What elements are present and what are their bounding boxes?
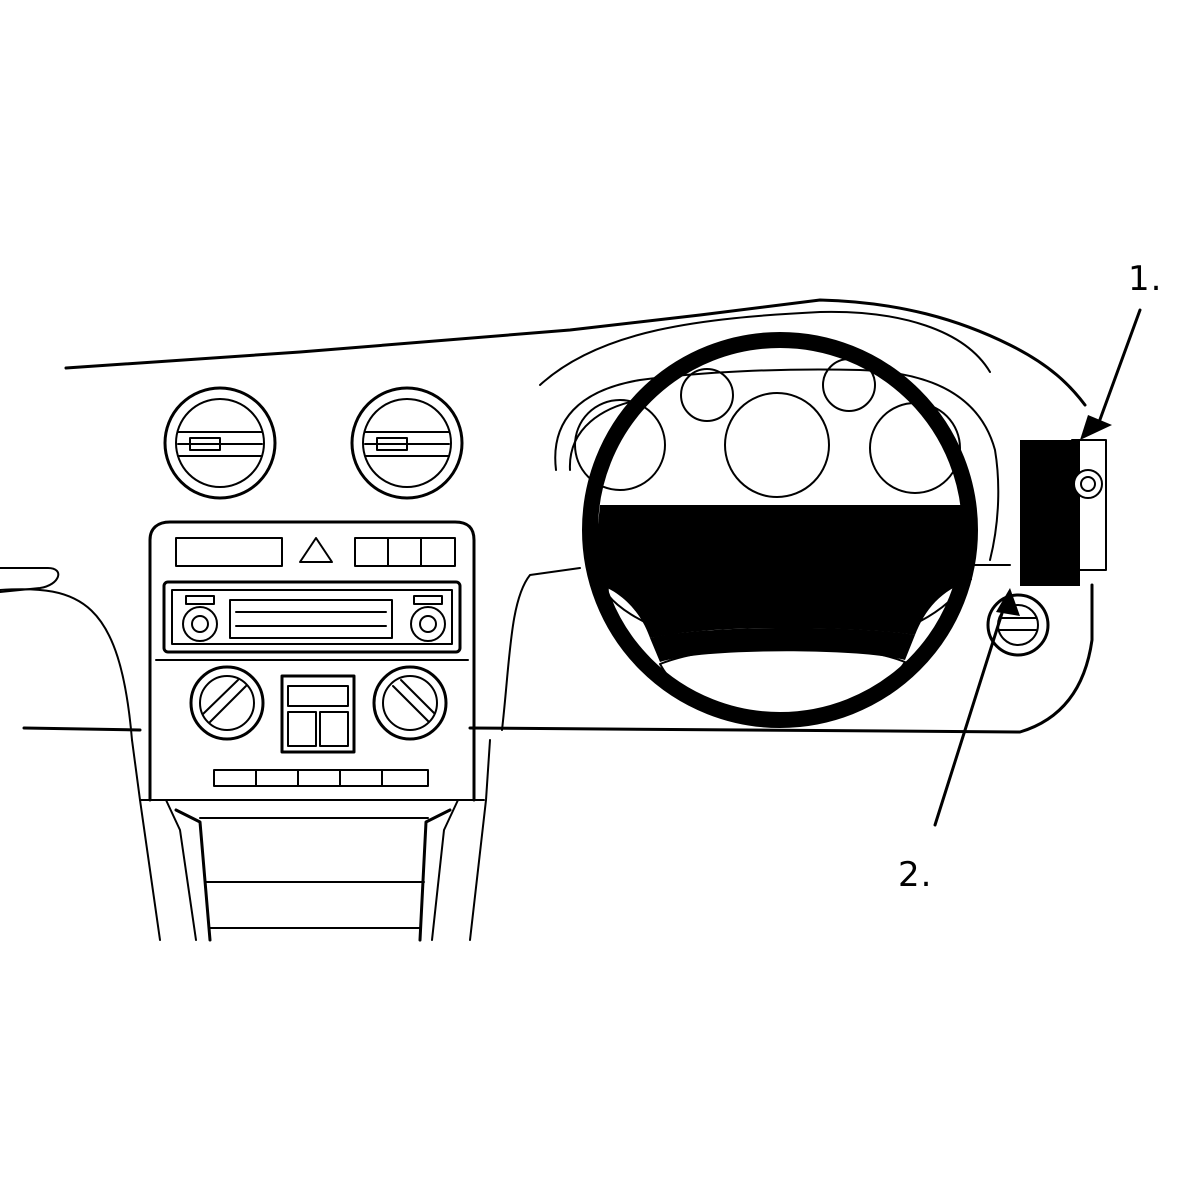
gauge-center [724, 392, 830, 498]
radio-knob-right [410, 606, 446, 642]
callout-label-2: 2. [898, 855, 933, 895]
switch-panel-left [175, 537, 283, 567]
climate-knob-left [189, 665, 265, 741]
gauge-left [574, 399, 666, 491]
leader-line-2 [933, 588, 1020, 827]
button-strip [213, 769, 429, 787]
radio-display [229, 599, 393, 639]
climate-control-center [280, 674, 356, 754]
mount-bracket-1 [1020, 439, 1107, 586]
climate-knob-right [372, 665, 448, 741]
hazard-icon [299, 537, 333, 563]
callout-label-1: 1. [1128, 259, 1163, 299]
arrow-head-1 [1080, 415, 1112, 440]
arrow-head-2 [996, 588, 1020, 616]
steering-wheel [582, 332, 978, 728]
dashboard-outline [0, 298, 1094, 941]
leader-line-1 [1080, 308, 1142, 440]
air-vent-left [163, 386, 277, 500]
switch-panel-right [354, 537, 456, 567]
center-console [139, 520, 485, 942]
radio-knob-left [182, 606, 218, 642]
instrument-cluster [554, 358, 1000, 561]
radio-unit [162, 580, 462, 654]
gauge-small-left [680, 368, 734, 422]
air-vent-center [350, 386, 464, 500]
